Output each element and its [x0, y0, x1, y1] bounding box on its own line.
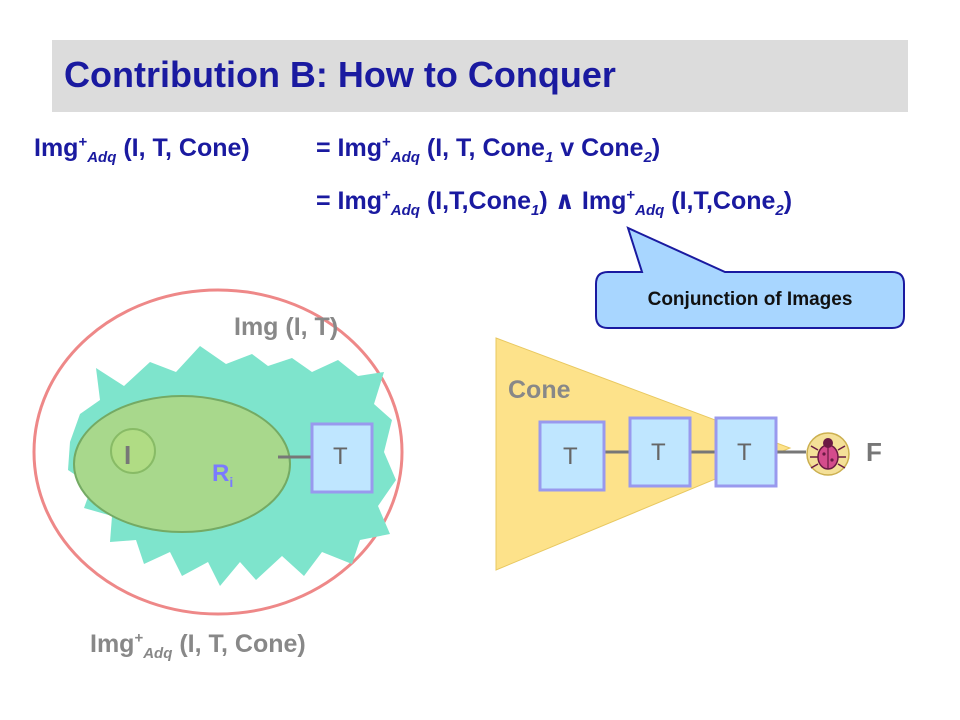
bottom-sub: Adq	[143, 645, 173, 662]
img-it-label: Img (I, T)	[234, 313, 339, 341]
cone-label: Cone	[508, 376, 571, 404]
t-box-cone-2-label: T	[651, 439, 666, 466]
bottom-args: (I, T, Cone)	[172, 630, 306, 658]
t-box-cone-2	[628, 416, 692, 488]
t-box-left	[310, 422, 374, 494]
adequate-image-label: Img+Adq (I, T, Cone)	[90, 629, 306, 662]
line1-sup: +	[382, 133, 391, 151]
line2-close: )	[783, 187, 793, 215]
line1-sub: Adq	[390, 149, 420, 166]
t-box-cone-1	[538, 420, 606, 492]
equation-lhs: Img+Adq (I, T, Cone)	[34, 133, 250, 166]
adequate-image-ellipse	[32, 288, 404, 616]
line1-sub2: 2	[643, 149, 652, 166]
t-box-cone-3	[714, 416, 778, 488]
title-bar: Contribution B: How to Conquer	[52, 40, 908, 112]
callout-bubble	[595, 226, 905, 329]
fault-label: F	[866, 437, 882, 467]
line2-prefix: = Img	[316, 187, 382, 215]
line2-sup: +	[382, 186, 391, 204]
line2-sub1: 1	[531, 202, 540, 219]
line1-sub1: 1	[544, 149, 554, 166]
bug-icon	[806, 432, 850, 476]
lhs-sup: +	[78, 133, 88, 151]
line1-close: )	[651, 134, 661, 162]
reach-ri-ellipse	[73, 395, 291, 533]
lhs-base: Img	[34, 134, 79, 162]
ri-sub: i	[229, 473, 234, 490]
line1-args-a: (I, T, Cone	[419, 134, 545, 162]
t-box-left-label: T	[333, 443, 348, 470]
line1-prefix: = Img	[316, 134, 382, 162]
ri-label: Ri	[212, 460, 234, 490]
equation-line-2: = Img+Adq (I,T,Cone1) ∧ Img+Adq (I,T,Con…	[316, 186, 793, 219]
t-box-cone-3-label: T	[737, 439, 752, 466]
ri-base: R	[212, 460, 230, 487]
line2-sub3: 2	[775, 202, 784, 219]
line2-mid: ) ∧ Img	[539, 187, 627, 215]
line1-args-b: v Cone	[553, 134, 644, 162]
line2-sub: Adq	[390, 202, 420, 219]
line2-args-b: (I,T,Cone	[664, 187, 776, 215]
bottom-base: Img	[90, 630, 135, 658]
initial-state-label: I	[124, 440, 132, 470]
line2-sub2: Adq	[635, 202, 665, 219]
initial-state-circle	[110, 428, 156, 474]
lhs-args: (I, T, Cone)	[116, 134, 250, 162]
page-title: Contribution B: How to Conquer	[64, 54, 616, 95]
equation-line-1: = Img+Adq (I, T, Cone1 v Cone2)	[316, 133, 661, 166]
line2-sup2: +	[626, 186, 636, 204]
bottom-sup: +	[134, 629, 144, 647]
lhs-sub: Adq	[87, 149, 117, 166]
callout-label: Conjunction of Images	[647, 289, 853, 310]
t-box-cone-1-label: T	[563, 443, 578, 470]
line2-args-a: (I,T,Cone	[419, 187, 532, 215]
